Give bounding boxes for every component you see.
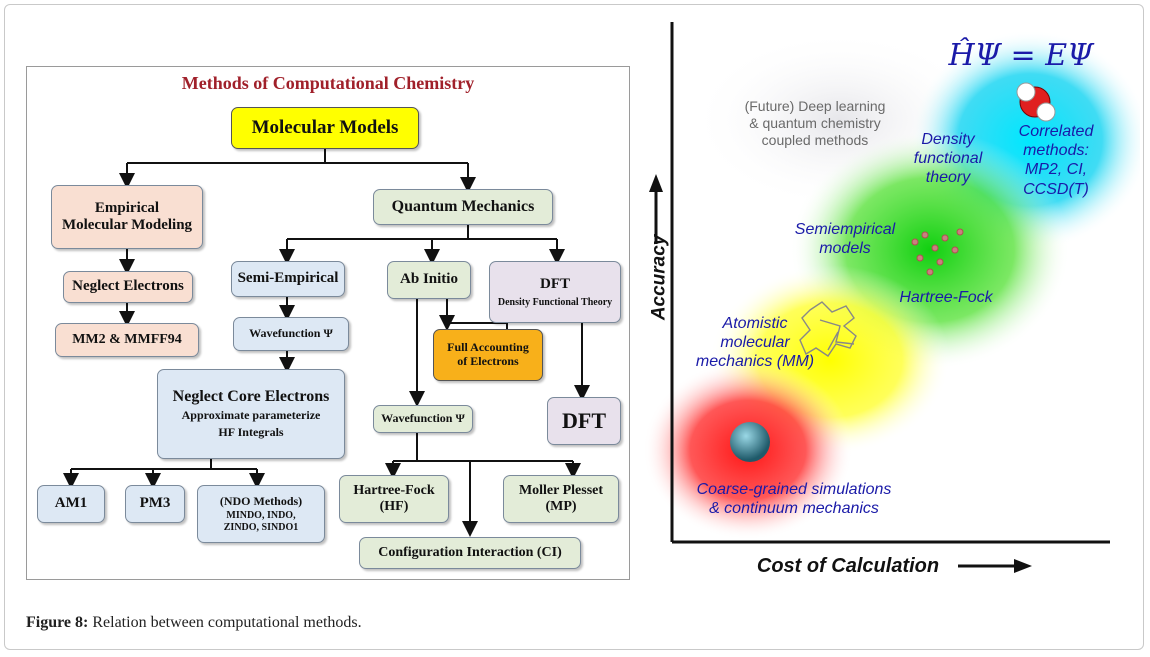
atomistic-line-2: molecular (720, 334, 790, 352)
full-accounting-line-1: Full Accounting (447, 340, 529, 355)
ndo-line-1: MINDO, INDO, (226, 510, 296, 522)
am1-box: AM1 (37, 485, 105, 523)
wavefunction-box-mid: Wavefunction Ψ (373, 405, 473, 433)
future-methods-label: (Future) Deep learning & quantum chemist… (720, 98, 910, 148)
full-accounting-line-2: of Electrons (457, 354, 519, 368)
computational-methods-flowchart: Methods of Computational Chemistry Molec… (26, 66, 630, 580)
schrodinger-equation: ĤΨ = EΨ (948, 38, 1094, 73)
flowchart-title: Methods of Computational Chemistry (181, 73, 475, 93)
wavefunction-box-left: Wavefunction Ψ (233, 317, 349, 351)
dft-molecule-icon (911, 228, 964, 276)
ndo-title: (NDO Methods) (219, 493, 303, 508)
dft-box-subtitle: Density Functional Theory (497, 296, 613, 308)
pm3-box: PM3 (125, 485, 185, 523)
correlated-line-3: MP2, CI, (1024, 161, 1088, 179)
quantum-mechanics-box: Quantum Mechanics (373, 189, 553, 225)
hartree-fock-label: Hartree-Fock (899, 289, 993, 306)
dft-box: DFT Density Functional Theory (489, 261, 621, 323)
semi-empirical-box: Semi-Empirical (231, 261, 345, 297)
empirical-box: Empirical Molecular Modeling (51, 185, 203, 249)
neglect-core-line-2: HF Integrals (218, 425, 284, 440)
hartree-fock-line-2: (HF) (379, 499, 409, 514)
moller-line-2: (MP) (545, 499, 577, 514)
moller-line-1: Moller Plesset (518, 482, 604, 498)
protein-structure-icon (799, 301, 857, 357)
correlated-line-2: methods: (1023, 142, 1089, 160)
dft-box-title: DFT (540, 275, 570, 292)
semiempirical-line-1: Semiempirical (794, 221, 896, 238)
empirical-line-1: Empirical (94, 199, 160, 216)
molecular-models-box: Molecular Models (231, 107, 419, 149)
hartree-fock-line-1: Hartree-Fock (353, 482, 435, 498)
coarse-grained-label: Coarse-grained simulations & continuum m… (676, 480, 912, 518)
full-accounting-box: Full Accounting of Electrons (433, 329, 543, 381)
future-line-3: coupled methods (761, 131, 869, 148)
atomistic-label: Atomistic molecular mechanics (MM) (680, 314, 830, 372)
caption-label: Figure 8: (26, 614, 89, 631)
dft-label: Density functional theory (898, 130, 998, 188)
future-line-2: & quantum chemistry (749, 114, 881, 131)
ndo-line-2: ZINDO, SINDO1 (223, 521, 299, 533)
accuracy-cost-diagram: ĤΨ = EΨ Accuracy Cost of Calculation (Fu… (640, 10, 1140, 598)
x-axis-arrowhead (1014, 559, 1032, 573)
caption-text: Relation between computational methods. (92, 614, 362, 631)
correlated-line-1: Correlated (1018, 123, 1094, 140)
water-molecule-icon (1016, 82, 1056, 122)
dft-line-3: theory (925, 169, 971, 187)
semiempirical-line-2: models (819, 240, 871, 258)
mm2-mmff94-box: MM2 & MMFF94 (55, 323, 199, 357)
dft-big-box: DFT (547, 397, 621, 445)
coarse-line-2: & continuum mechanics (709, 500, 879, 518)
semiempirical-label: Semiempirical models (780, 220, 910, 258)
configuration-interaction-box: Configuration Interaction (CI) (359, 537, 581, 569)
future-line-1: (Future) Deep learning (744, 98, 886, 114)
x-axis-label: Cost of Calculation (756, 555, 940, 577)
atomistic-line-3: mechanics (MM) (695, 353, 815, 371)
coarse-grained-molecule-icon (730, 422, 770, 462)
y-axis-arrowhead (649, 174, 663, 192)
dft-line-2: functional (913, 150, 983, 168)
figure-caption: Figure 8: Relation between computational… (26, 614, 362, 632)
ab-initio-box: Ab Initio (387, 261, 471, 299)
correlated-line-4: CCSD(T) (1023, 180, 1089, 198)
hartree-fock-box: Hartree-Fock (HF) (339, 475, 449, 523)
ndo-methods-box: (NDO Methods) MINDO, INDO, ZINDO, SINDO1 (197, 485, 325, 543)
dft-line-1: Density (921, 131, 975, 148)
neglect-core-electrons-box: Neglect Core Electrons Approximate param… (157, 369, 345, 459)
neglect-electrons-box: Neglect Electrons (63, 271, 193, 303)
neglect-core-line-1: Approximate parameterize (181, 408, 321, 423)
empirical-line-2: Molecular Modeling (61, 217, 193, 233)
flowchart-connectors (63, 149, 590, 537)
accuracy-cost-graphic (643, 22, 1140, 573)
correlated-methods-label: Correlated methods: MP2, CI, CCSD(T) (1006, 122, 1106, 199)
moller-plesset-box: Moller Plesset (MP) (503, 475, 619, 523)
atomistic-line-1: Atomistic (722, 315, 788, 332)
neglect-core-title: Neglect Core Electrons (172, 388, 330, 405)
coarse-line-1: Coarse-grained simulations (696, 481, 892, 498)
y-axis-label: Accuracy (648, 234, 670, 321)
